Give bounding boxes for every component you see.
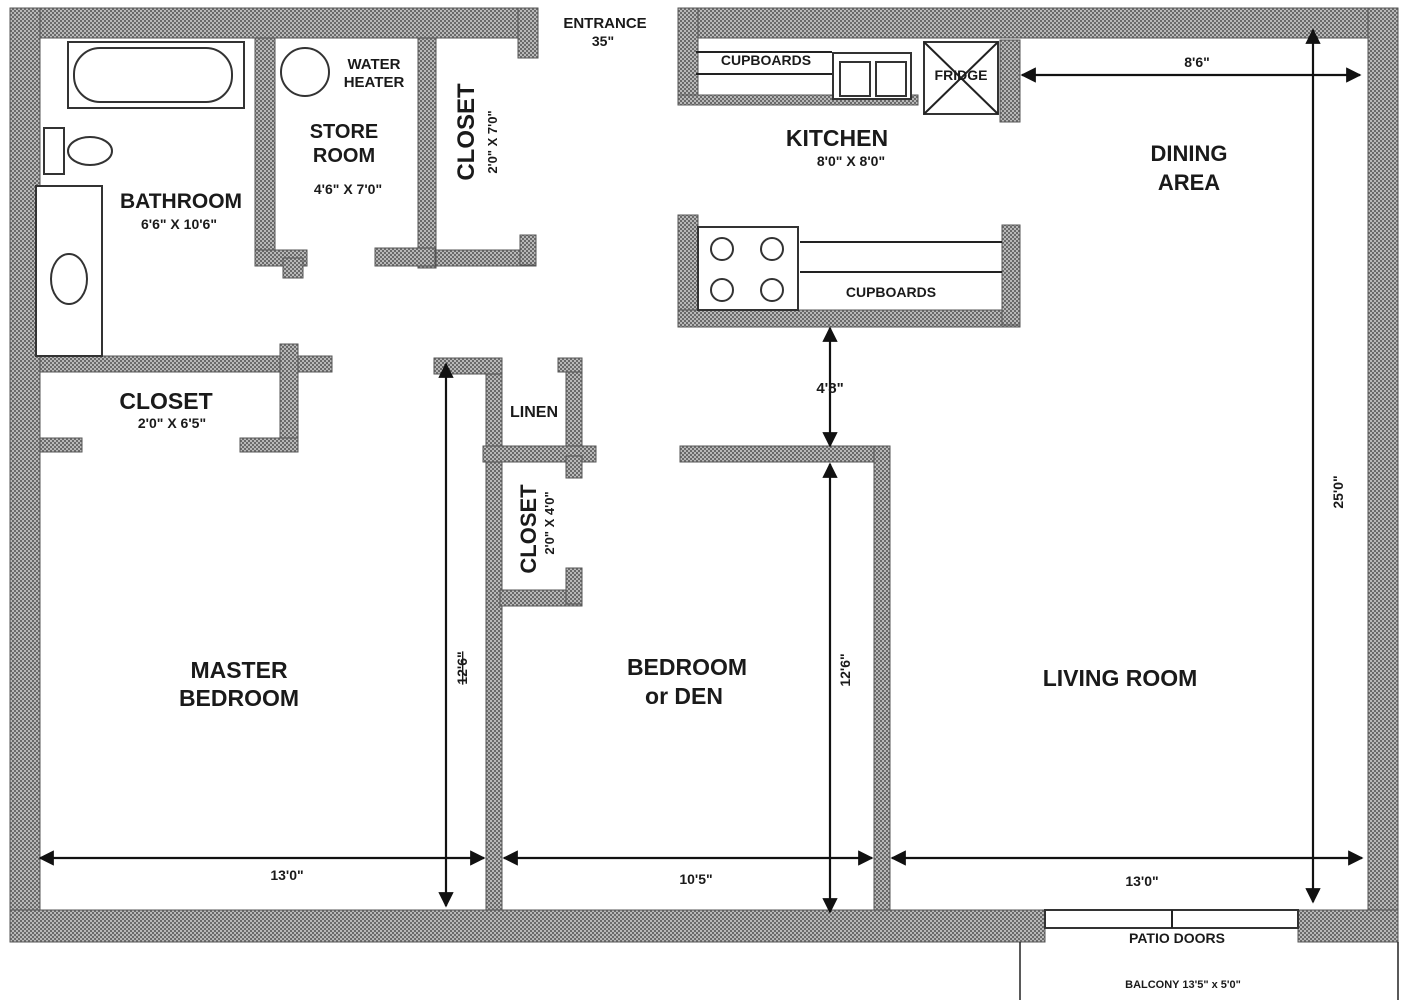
water-heater [280, 47, 330, 97]
wall-bedroom-living [873, 445, 891, 911]
kitchen-name: KITCHEN [786, 125, 888, 151]
wall-bottom-right [1297, 909, 1399, 943]
dim-bedroom-depth: 12'6" [837, 653, 853, 686]
wall-top-right [677, 7, 1399, 39]
dim-living-width: 13'0" [1125, 873, 1158, 889]
entrance-label: ENTRANCE [563, 15, 646, 32]
burner [760, 237, 784, 261]
burner [760, 278, 784, 302]
bedroom-closet-name: CLOSET [516, 484, 541, 574]
master-closet-name: CLOSET [119, 388, 212, 414]
dining-name-1: DINING [1151, 141, 1228, 166]
bathroom-fixtures [35, 41, 330, 357]
walls [9, 7, 1399, 943]
cupboards-bottom-label: CUPBOARDS [846, 284, 936, 300]
dim-kitchen-gap: 4'8" [816, 380, 843, 397]
fridge-label: FRIDGE [935, 67, 988, 83]
bedroom-closet-size: 2'0" X 4'0" [542, 491, 557, 554]
master-bedroom-name-2: BEDROOM [179, 685, 299, 711]
wall-right [1367, 7, 1399, 943]
bathroom-size: 6'6" X 10'6" [141, 216, 217, 232]
dim-total-depth: 25'0" [1330, 475, 1346, 508]
dim-bedroom-width: 10'5" [679, 871, 712, 887]
cupboards-top-label: CUPBOARDS [721, 52, 811, 68]
bedroom-den-name-1: BEDROOM [627, 654, 747, 680]
dimension-lines [38, 28, 1364, 914]
wall-kitchen-top [677, 94, 919, 106]
hall-closet-size: 2'0" X 7'0" [485, 110, 500, 173]
toilet-bowl [67, 136, 113, 166]
patio-doors [1019, 909, 1399, 1000]
bathroom-name: BATHROOM [120, 190, 242, 213]
store-room-name-2: ROOM [313, 145, 375, 167]
wall-left [9, 7, 41, 943]
burner [710, 237, 734, 261]
wall-bottom-left [9, 909, 1046, 943]
sink [50, 253, 88, 305]
kitchen-size: 8'0" X 8'0" [817, 153, 885, 169]
balcony-label: BALCONY 13'5" x 5'0" [1125, 979, 1241, 991]
water-heater-label-2: HEATER [344, 74, 405, 91]
dim-dining-width: 8'6" [1184, 54, 1210, 70]
wall-kitchen-right [999, 39, 1021, 123]
patio-doors-label: PATIO DOORS [1129, 930, 1225, 946]
bathtub-basin [73, 47, 233, 103]
wall-master-bedroom [485, 357, 503, 911]
dim-master-width: 13'0" [270, 867, 303, 883]
dining-name-2: AREA [1158, 170, 1220, 195]
dim-master-depth: 12'6" [454, 651, 470, 684]
hall-closet-name: CLOSET [453, 83, 480, 181]
master-closet-size: 2'0" X 6'5" [138, 415, 206, 431]
wall-bedroom-top [679, 445, 891, 463]
toilet-tank [43, 127, 65, 175]
entrance-width: 35" [592, 33, 614, 49]
store-room-size: 4'6" X 7'0" [314, 181, 382, 197]
store-room-name-1: STORE [310, 121, 379, 143]
kitchen-fixtures [696, 41, 1002, 311]
wall-top-left [9, 7, 539, 39]
linen-label: LINEN [510, 404, 558, 421]
wall-store-closet [417, 37, 437, 269]
wall-bath-bottom [39, 355, 333, 373]
master-bedroom-name-1: MASTER [190, 657, 288, 683]
bedroom-den-name-2: or DEN [645, 683, 723, 709]
water-heater-label-1: WATER [347, 56, 400, 73]
living-room-name: LIVING ROOM [1043, 665, 1198, 691]
burner [710, 278, 734, 302]
wall-bath-store [254, 37, 276, 267]
labels: ENTRANCE 35" BATHROOM 6'6" X 10'6" WATER… [119, 15, 1346, 991]
